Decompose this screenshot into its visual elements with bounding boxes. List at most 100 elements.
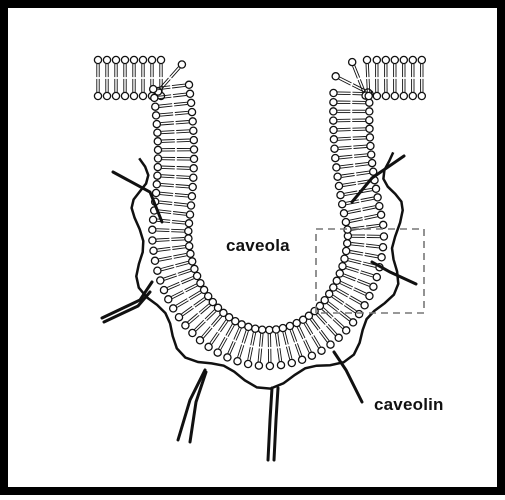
lipid-tail (353, 290, 365, 296)
lipid-head (400, 92, 407, 99)
lipid-tail (161, 177, 174, 178)
lipid-head (154, 146, 161, 153)
lipid-head (343, 327, 350, 334)
lipid-tail (172, 248, 185, 250)
lipid-head (139, 92, 146, 99)
lipid-head (190, 155, 197, 162)
lipid-head (341, 255, 348, 262)
lipid-head (308, 352, 315, 359)
lipid-head (194, 272, 201, 279)
lipid-head (153, 181, 160, 188)
lipid-tail (251, 332, 254, 345)
lipid-head (330, 136, 337, 143)
lipid-tail (344, 191, 357, 193)
lipid-tail (176, 187, 189, 188)
lipid-tail (171, 229, 184, 230)
lipid-head (190, 127, 197, 134)
lipid-head (370, 283, 377, 290)
lipid-head (154, 267, 161, 274)
lipid-head (185, 235, 192, 242)
lipid-tail (350, 253, 363, 255)
lipid-head (330, 284, 337, 291)
lipid-head (148, 56, 155, 63)
lipid-tail (290, 330, 294, 342)
lipid-head (330, 108, 337, 115)
lipid-tail (351, 226, 364, 228)
lipid-tail (338, 137, 351, 138)
lipid-tail (161, 122, 174, 123)
lipid-head (103, 92, 110, 99)
lipid-head (150, 247, 157, 254)
lipid-tail (161, 175, 174, 176)
lipid-head (373, 274, 380, 281)
lipid-head (187, 250, 194, 257)
lipid-head (94, 56, 101, 63)
lipid-head (165, 296, 172, 303)
lipid-head (365, 92, 372, 99)
lipid-tail (171, 291, 183, 297)
highlight-box (316, 229, 424, 313)
lipid-head (372, 185, 379, 192)
lipid-tail (340, 77, 352, 83)
lipid-head (187, 202, 194, 209)
lipid-tail (176, 121, 189, 122)
lipid-head (151, 94, 158, 101)
lipid-head (185, 228, 192, 235)
lipid-tail (164, 274, 177, 278)
lipid-tail (162, 142, 175, 143)
lipid-head (266, 326, 273, 333)
lipid-tail (261, 349, 262, 362)
lipid-tail (348, 211, 361, 214)
lipid-tail (339, 79, 351, 85)
lipid-head (121, 92, 128, 99)
lipid-tail (171, 240, 184, 241)
lipid-head (330, 89, 337, 96)
lipid-tail (354, 156, 367, 157)
lipid-tail (366, 64, 367, 77)
lipid-tail (157, 247, 170, 249)
lipid-tail (174, 105, 187, 106)
lipid-tail (161, 186, 174, 187)
lipid-tail (226, 324, 232, 336)
lipid-tail (343, 184, 356, 186)
lipid-tail (159, 201, 172, 202)
lipid-tail (304, 341, 310, 353)
lipid-head (189, 183, 196, 190)
lipid-tail (172, 86, 185, 88)
lipid-head (149, 237, 156, 244)
lipid-head (409, 92, 416, 99)
lipid-tail (162, 166, 175, 167)
lipid-head (418, 92, 425, 99)
lipid-head (190, 137, 197, 144)
lipid-head (336, 270, 343, 277)
lipid-tail (353, 145, 366, 146)
lipid-tail (172, 220, 185, 221)
lipid-tail (280, 348, 282, 361)
lipid-tail (297, 343, 302, 355)
lipid-tail (176, 176, 189, 177)
lipid-tail (295, 344, 299, 356)
lipid-head (154, 172, 161, 179)
lipid-head (378, 254, 385, 261)
lipid-tail (161, 131, 174, 132)
lipid-tail (176, 185, 189, 186)
lipid-head (321, 297, 328, 304)
lipid-tail (367, 79, 368, 92)
lipid-tail (340, 167, 353, 169)
lipid-head (335, 334, 342, 341)
lipid-tail (172, 84, 185, 86)
lipid-tail (366, 227, 379, 229)
lipid-head (337, 192, 344, 199)
lipid-head (331, 145, 338, 152)
lipid-tail (354, 288, 366, 294)
lipid-tail (340, 284, 352, 290)
lipid-head (150, 86, 157, 93)
lipid-tail (168, 285, 180, 290)
lipid-head (188, 109, 195, 116)
lipid-head (380, 233, 387, 240)
lipid-tail (343, 276, 355, 281)
lipid-head (342, 219, 349, 226)
lipid-tail (161, 133, 174, 134)
lipid-tail (158, 210, 171, 212)
lipid-head (188, 99, 195, 106)
